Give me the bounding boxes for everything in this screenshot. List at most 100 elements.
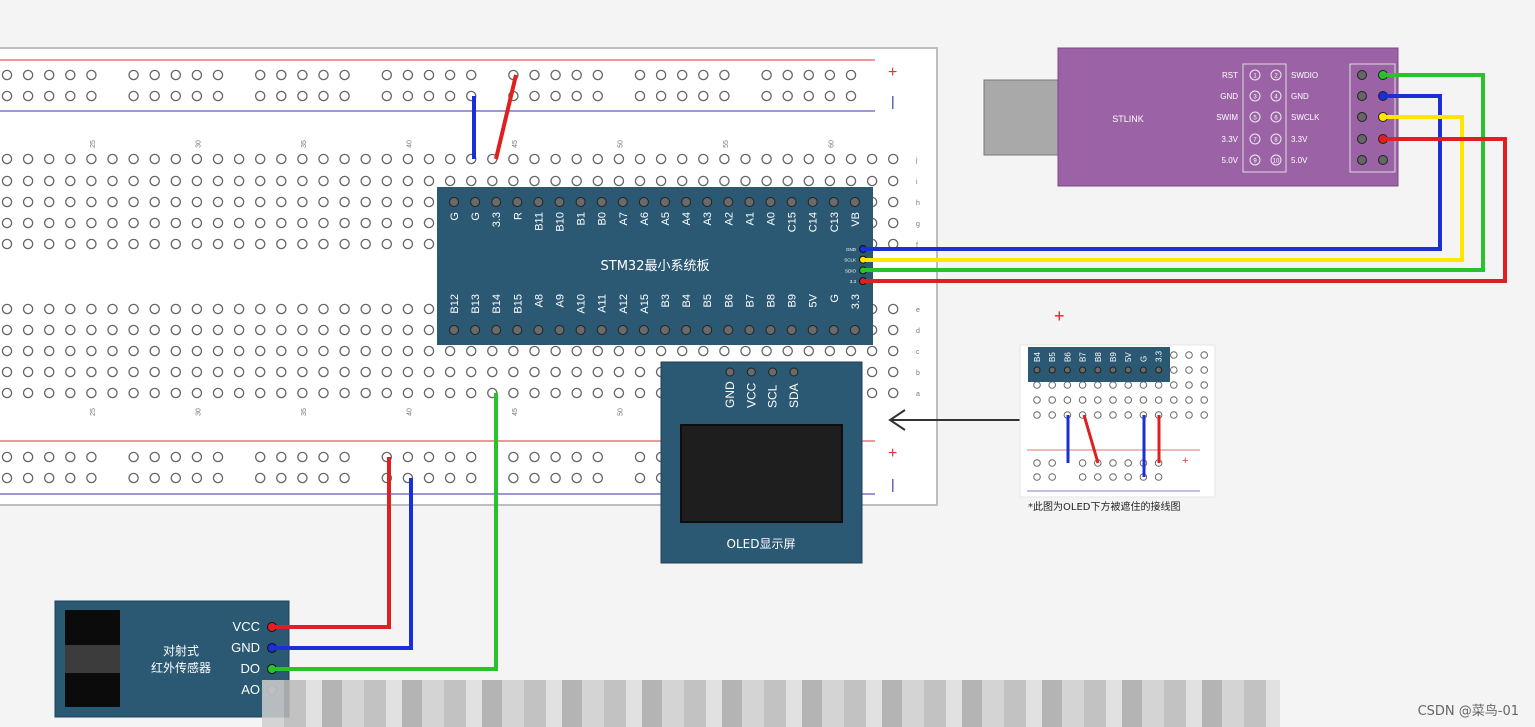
rail-hole (254, 90, 266, 102)
stlink-pin-number: 10 (1273, 159, 1280, 165)
terminal-hole (571, 387, 582, 399)
rail-hole (592, 472, 604, 484)
terminal-hole (233, 196, 245, 208)
terminal-hole (128, 196, 139, 208)
terminal-hole (381, 153, 393, 165)
rail-hole (465, 472, 477, 484)
inset-hole (1048, 381, 1056, 389)
terminal-hole (465, 387, 477, 399)
terminal-hole (191, 324, 203, 336)
rail-hole (550, 69, 561, 81)
terminal-hole (86, 175, 97, 187)
oled-title: OLED显示屏 (727, 537, 796, 551)
inset-hole (1078, 473, 1087, 481)
rail-hole (761, 69, 772, 81)
terminal-hole (824, 153, 836, 165)
terminal-hole (43, 324, 55, 336)
rail-hole (86, 69, 97, 81)
rail-hole (297, 451, 308, 463)
terminal-hole (233, 387, 245, 399)
terminal-hole (360, 217, 371, 229)
column-number: 55 (723, 140, 730, 148)
stlink-header-pin (1357, 91, 1367, 101)
terminal-hole (297, 238, 308, 250)
inset-hole (1094, 411, 1102, 419)
stm32-pin-hole (660, 325, 670, 335)
inset-hole (1124, 473, 1132, 481)
terminal-hole (86, 366, 97, 378)
terminal-hole (149, 175, 160, 187)
rail-hole (43, 90, 55, 102)
inset-hole (1078, 381, 1087, 389)
terminal-hole (170, 387, 182, 399)
stlink-left-label: 3.3V (1222, 135, 1239, 144)
terminal-hole (107, 303, 118, 315)
terminal-hole (318, 324, 329, 336)
sensor-pin-label: GND (231, 640, 260, 655)
stm32-pin-hole (617, 325, 628, 335)
rail-hole (782, 90, 793, 102)
stlink-pin-number: 5 (1253, 116, 1257, 122)
inset-hole (1139, 396, 1148, 404)
inset-hole (1094, 396, 1102, 404)
terminal-hole (128, 366, 139, 378)
terminal-hole (571, 153, 582, 165)
terminal-hole (423, 366, 435, 378)
terminal-hole (191, 366, 203, 378)
breadboard-holes (1, 69, 899, 484)
rail-plus-bottom: + (888, 445, 897, 462)
rail-hole (212, 472, 224, 484)
stm32-debug-pin-label: GND (846, 247, 857, 252)
stlink-pin-number: 6 (1274, 116, 1278, 122)
stm32-pin-label: B7 (744, 294, 756, 307)
terminal-hole (423, 324, 435, 336)
terminal-hole (698, 345, 709, 357)
terminal-hole (613, 366, 625, 378)
rail-hole (149, 472, 160, 484)
terminal-hole (360, 345, 371, 357)
stm32-pin-hole (681, 197, 692, 207)
terminal-hole (128, 345, 139, 357)
terminal-hole (381, 324, 393, 336)
rail-hole (571, 90, 582, 102)
stm32-pin-label: A1 (744, 212, 756, 225)
terminal-hole (86, 387, 97, 399)
terminal-hole (149, 324, 160, 336)
terminal-hole (529, 345, 540, 357)
stlink-pin (1270, 154, 1282, 166)
rail-hole (444, 69, 456, 81)
rail-hole (170, 472, 182, 484)
terminal-hole (107, 324, 118, 336)
terminal-hole (423, 196, 435, 208)
terminal-hole (65, 217, 76, 229)
stlink-right-label: 3.3V (1291, 135, 1308, 144)
terminal-hole (149, 303, 160, 315)
inset-hole (1109, 381, 1117, 389)
oled-pin-hole (768, 367, 778, 377)
rail-hole (381, 90, 393, 102)
stlink-pin-number: 9 (1253, 159, 1257, 165)
rail-hole (276, 451, 287, 463)
inset-pin-label: B4 (1033, 352, 1042, 362)
terminal-hole (233, 366, 245, 378)
inset-pin-hole (1124, 366, 1132, 374)
terminal-hole (191, 217, 203, 229)
terminal-hole (43, 303, 55, 315)
rail-hole (698, 69, 709, 81)
terminal-hole (634, 387, 646, 399)
terminal-hole (170, 303, 182, 315)
stm32-pin-hole (849, 197, 860, 207)
terminal-hole (613, 153, 625, 165)
terminal-hole (381, 196, 393, 208)
sensor-pin-label: VCC (233, 619, 260, 634)
stm32-pin-label: A8 (533, 294, 545, 307)
stlink-left-label: 5.0V (1222, 156, 1239, 165)
rail-hole (550, 90, 561, 102)
rail-hole (212, 451, 224, 463)
terminal-hole (22, 366, 34, 378)
rail-hole (149, 69, 160, 81)
terminal-hole (887, 324, 899, 336)
terminal-hole (107, 345, 118, 357)
